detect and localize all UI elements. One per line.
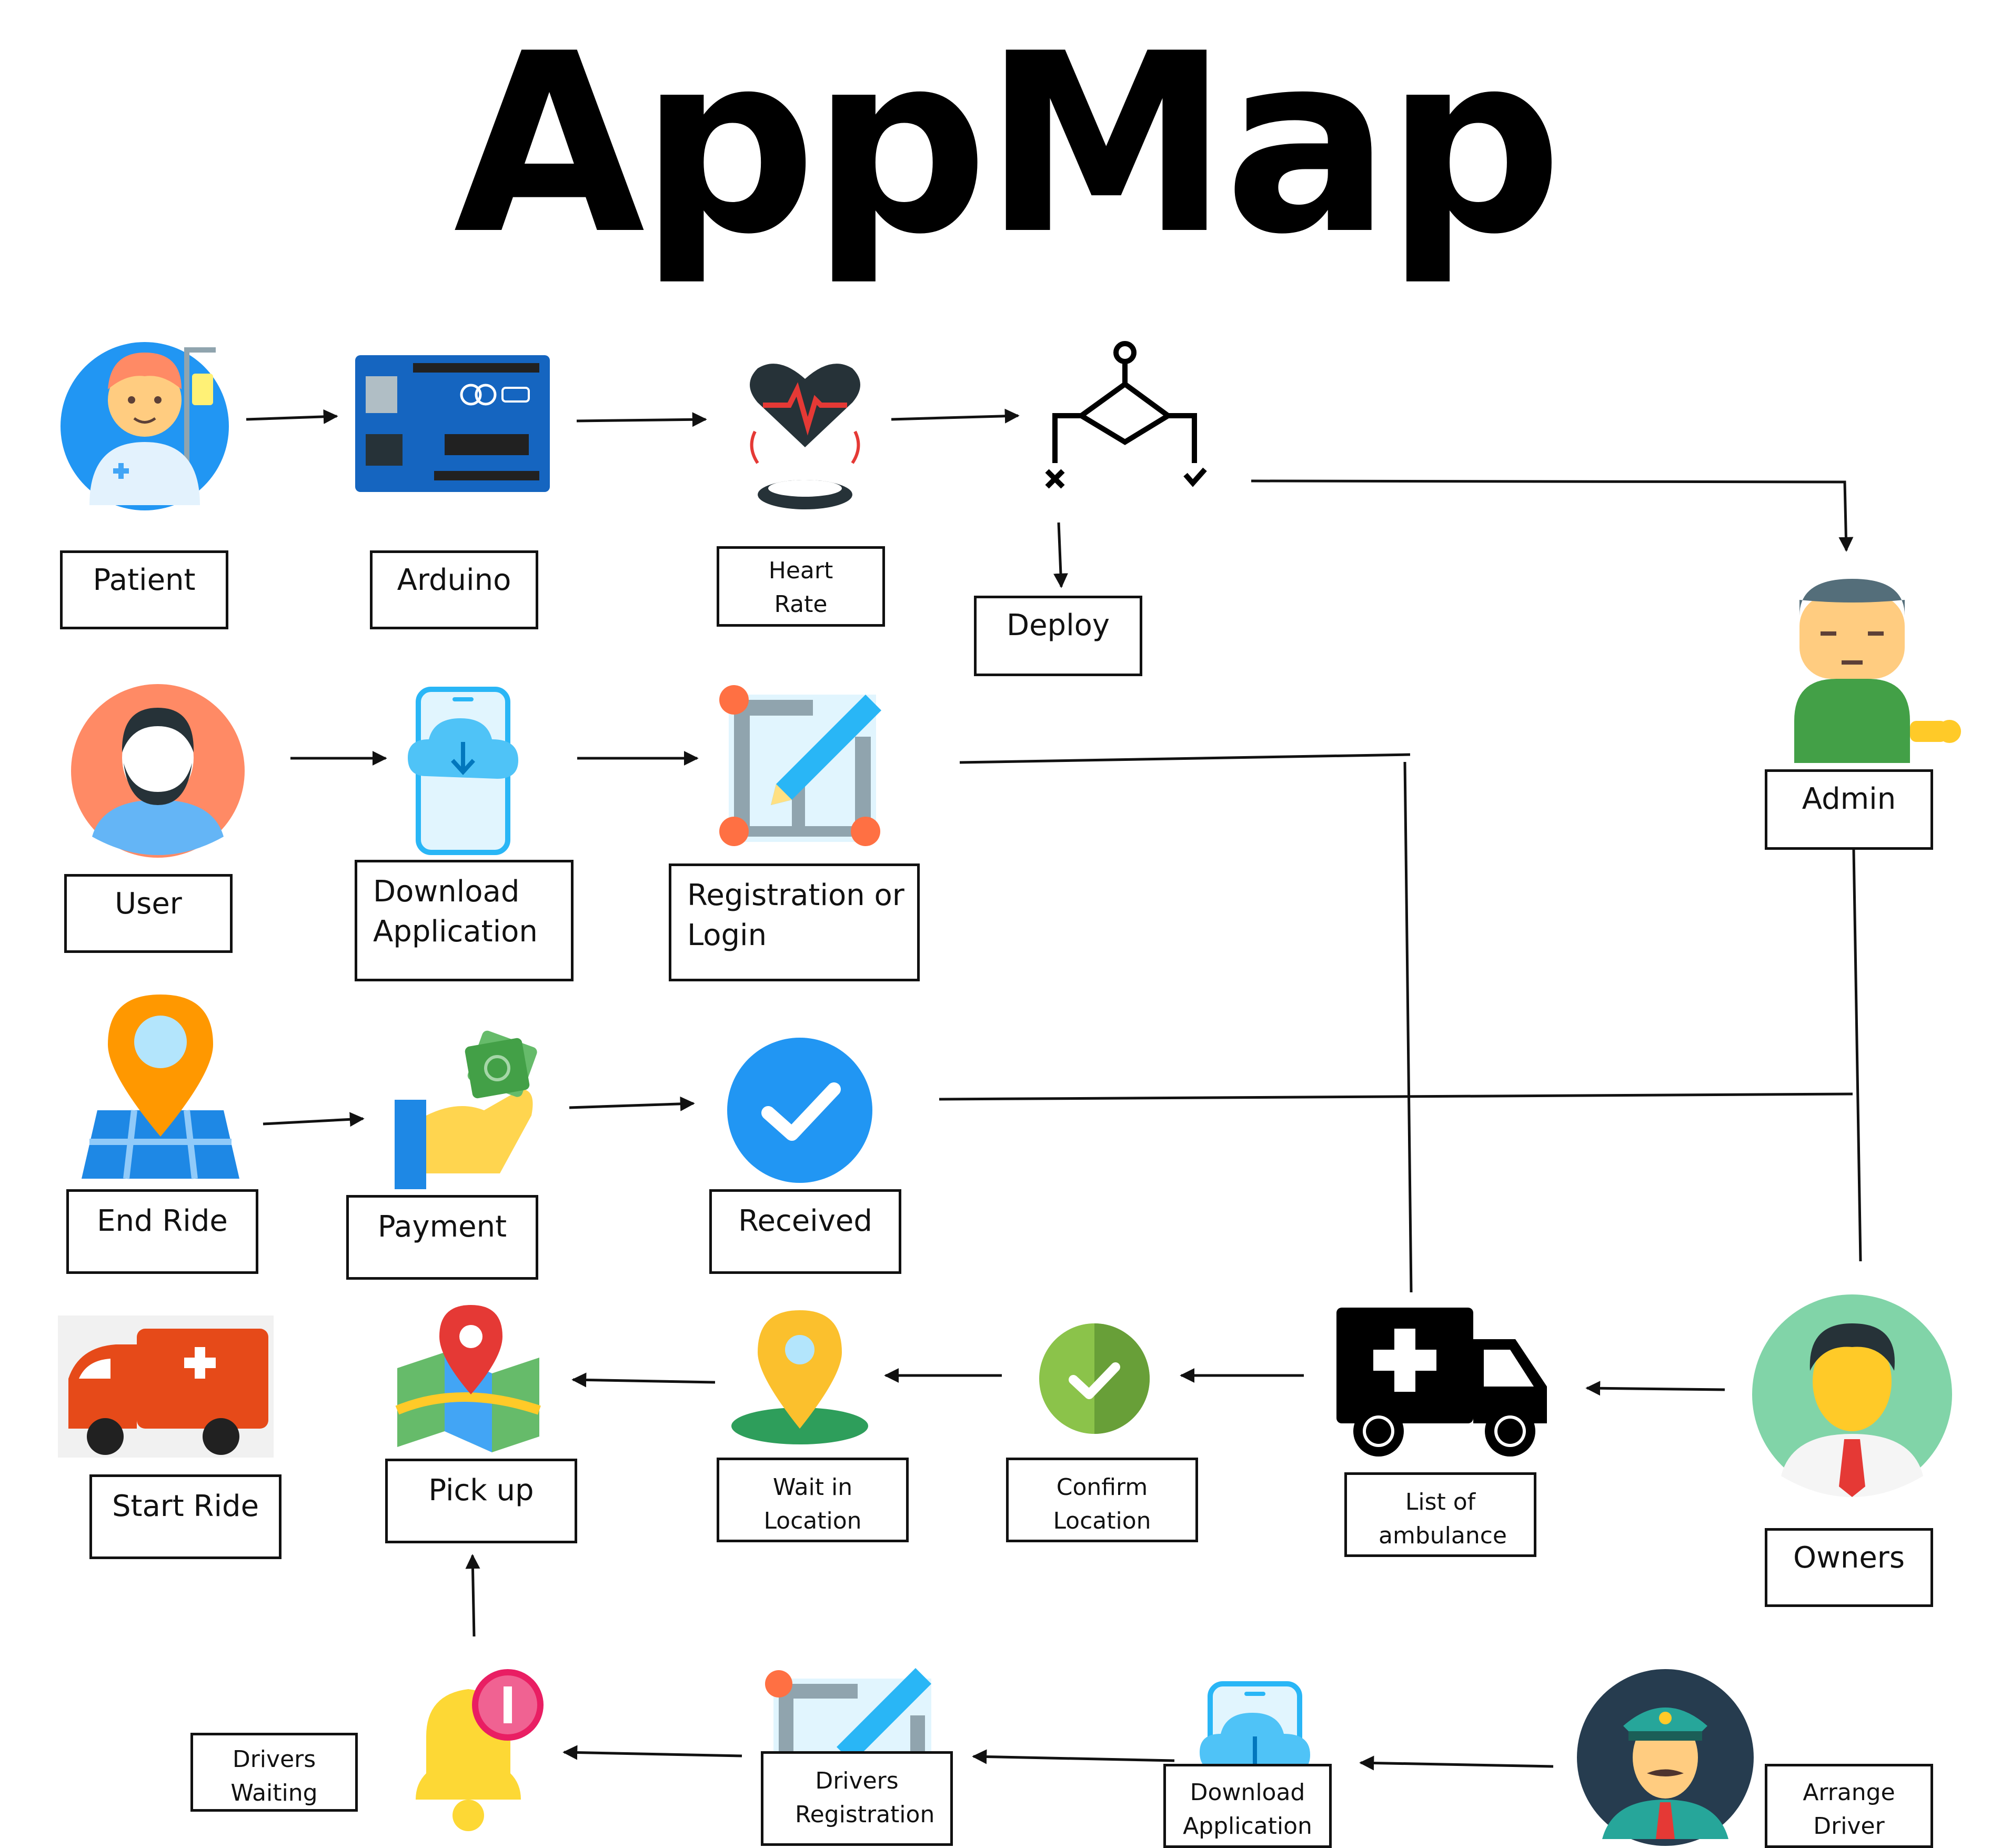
arrow-arrangedriver-download	[1359, 1755, 1554, 1771]
decision-icon	[1045, 341, 1207, 489]
node-label: Wait in Location	[763, 1474, 862, 1534]
node-label: Owners	[1793, 1541, 1905, 1575]
node-label: Received	[738, 1204, 872, 1238]
node-owners: Owners	[1765, 1528, 1933, 1607]
node-label: End Ride	[97, 1204, 228, 1238]
node-admin: Admin	[1765, 769, 1933, 850]
line-admin-owners	[1852, 849, 1862, 1262]
node-download-application-driver: Download Application	[1163, 1764, 1332, 1848]
patient-icon	[61, 342, 229, 510]
arrow-bell-pickup	[465, 1554, 480, 1637]
arrow-decision-deploy	[1053, 522, 1068, 588]
node-arrange-driver: Arrange Driver	[1765, 1764, 1933, 1848]
registration-icon	[765, 1668, 931, 1763]
node-label: Registration or Login	[687, 878, 904, 952]
arrow-endride-payment	[263, 1112, 365, 1127]
arrow-patient-arduino	[246, 409, 338, 424]
node-label: Confirm Location	[1053, 1474, 1151, 1534]
phone-download-icon	[408, 687, 518, 855]
node-label: Heart Rate Sensor	[768, 557, 833, 618]
node-label: List of ambulance	[1379, 1489, 1507, 1549]
node-pick-up: Pick up	[385, 1459, 577, 1543]
notification-bell-icon	[416, 1669, 544, 1831]
arrow-payment-received	[569, 1096, 695, 1111]
node-label: Deploy	[1006, 608, 1110, 642]
node-label: Payment	[377, 1210, 507, 1244]
confirm-check-icon	[1039, 1323, 1150, 1434]
line-down-to-ambulance	[1403, 761, 1413, 1293]
payment-hand-icon	[395, 1030, 537, 1189]
node-start-ride: Start Ride	[89, 1474, 281, 1559]
admin-icon	[1794, 579, 1961, 763]
node-label: Drivers Registration	[795, 1767, 935, 1828]
node-wait-in-location: Wait in Location	[717, 1458, 909, 1542]
ambulance-icon	[58, 1315, 274, 1458]
driver-avatar-icon	[1577, 1669, 1754, 1846]
arduino-board-icon	[355, 355, 550, 492]
node-label: Drivers Waiting for	[230, 1746, 318, 1806]
arrow-wait-pickup	[571, 1372, 716, 1388]
node-label: Arrange Driver	[1803, 1779, 1895, 1840]
node-label: Arduino	[397, 563, 511, 597]
node-registration-or-login: Registration or Login	[669, 863, 920, 981]
node-label: Start Ride	[112, 1489, 259, 1523]
phone-download-icon	[1200, 1681, 1310, 1773]
location-pin-icon	[731, 1310, 868, 1444]
user-avatar-icon	[71, 684, 245, 858]
registration-icon	[719, 685, 881, 846]
ambulance-truck-icon	[1336, 1308, 1547, 1457]
owner-avatar-icon	[1752, 1294, 1952, 1497]
node-label: Download Application	[1183, 1779, 1312, 1840]
arrow-owners-ambulance	[1585, 1381, 1725, 1396]
node-drivers-registration: Drivers Registration	[761, 1751, 953, 1846]
node-deploy: Deploy	[974, 596, 1142, 676]
diagram-title: AppMap	[454, 1, 1563, 288]
node-confirm-location: Confirm Location	[1006, 1458, 1198, 1542]
map-pin-icon	[82, 995, 239, 1179]
map-icon	[395, 1305, 541, 1452]
line-received-admin	[939, 1092, 1853, 1101]
node-received: Received	[709, 1189, 901, 1274]
heart-rate-sensor-icon	[750, 364, 860, 509]
node-heart-rate-sensor: Heart Rate Sensor	[717, 546, 885, 627]
node-label: User	[115, 887, 182, 921]
node-arduino: Arduino	[370, 550, 538, 629]
node-payment: Payment	[346, 1195, 538, 1280]
arrow-sensor-decision	[891, 408, 1020, 424]
arrow-driverdownload-driverreg	[972, 1749, 1175, 1764]
arrow-arduino-sensor	[576, 412, 707, 427]
node-label: Pick up	[428, 1473, 534, 1508]
node-download-application: Download Application	[355, 860, 574, 981]
node-drivers-waiting-for: Drivers Waiting for	[190, 1733, 358, 1812]
checkmark-circle-icon	[727, 1038, 872, 1183]
node-list-of-ambulance: List of ambulance	[1344, 1472, 1536, 1557]
arrow-decision-admin	[1251, 479, 1854, 552]
node-label: Admin	[1802, 782, 1896, 816]
arrow-driverreg-bell	[562, 1745, 742, 1760]
node-patient: Patient	[60, 550, 228, 629]
node-label: Download Application	[373, 875, 538, 949]
line-registration-ambulance	[959, 753, 1411, 764]
node-end-ride: End Ride	[66, 1189, 258, 1274]
node-user: User	[64, 874, 233, 953]
node-label: Patient	[93, 563, 196, 597]
